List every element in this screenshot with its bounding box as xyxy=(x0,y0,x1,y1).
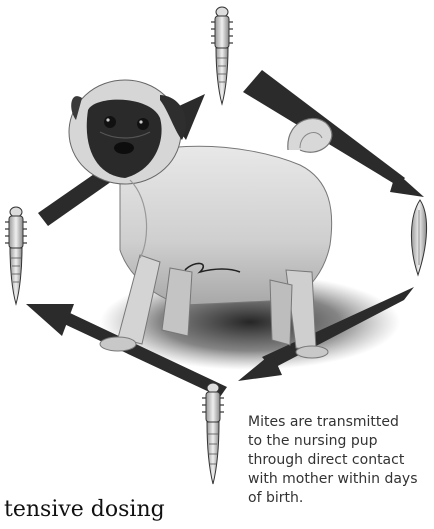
transmission-caption: Mites are transmitted to the nursing pup… xyxy=(248,413,434,508)
mite-egg-icon xyxy=(411,200,426,275)
demodex-mite-icon xyxy=(211,7,233,104)
body-text-line: r xyxy=(0,523,190,529)
caption-line: to the nursing pup xyxy=(248,432,434,451)
caption-line: Mites are transmitted xyxy=(248,413,434,432)
caption-line: of birth. xyxy=(248,489,434,508)
body-text-fragment: tensive dosing r xyxy=(0,497,190,529)
demodex-mite-icon xyxy=(202,383,224,484)
demodex-mite-icon xyxy=(5,207,27,304)
caption-line: with mother within days xyxy=(248,470,434,489)
caption-line: through direct contact xyxy=(248,451,434,470)
body-text-line: tensive dosing xyxy=(0,497,190,523)
